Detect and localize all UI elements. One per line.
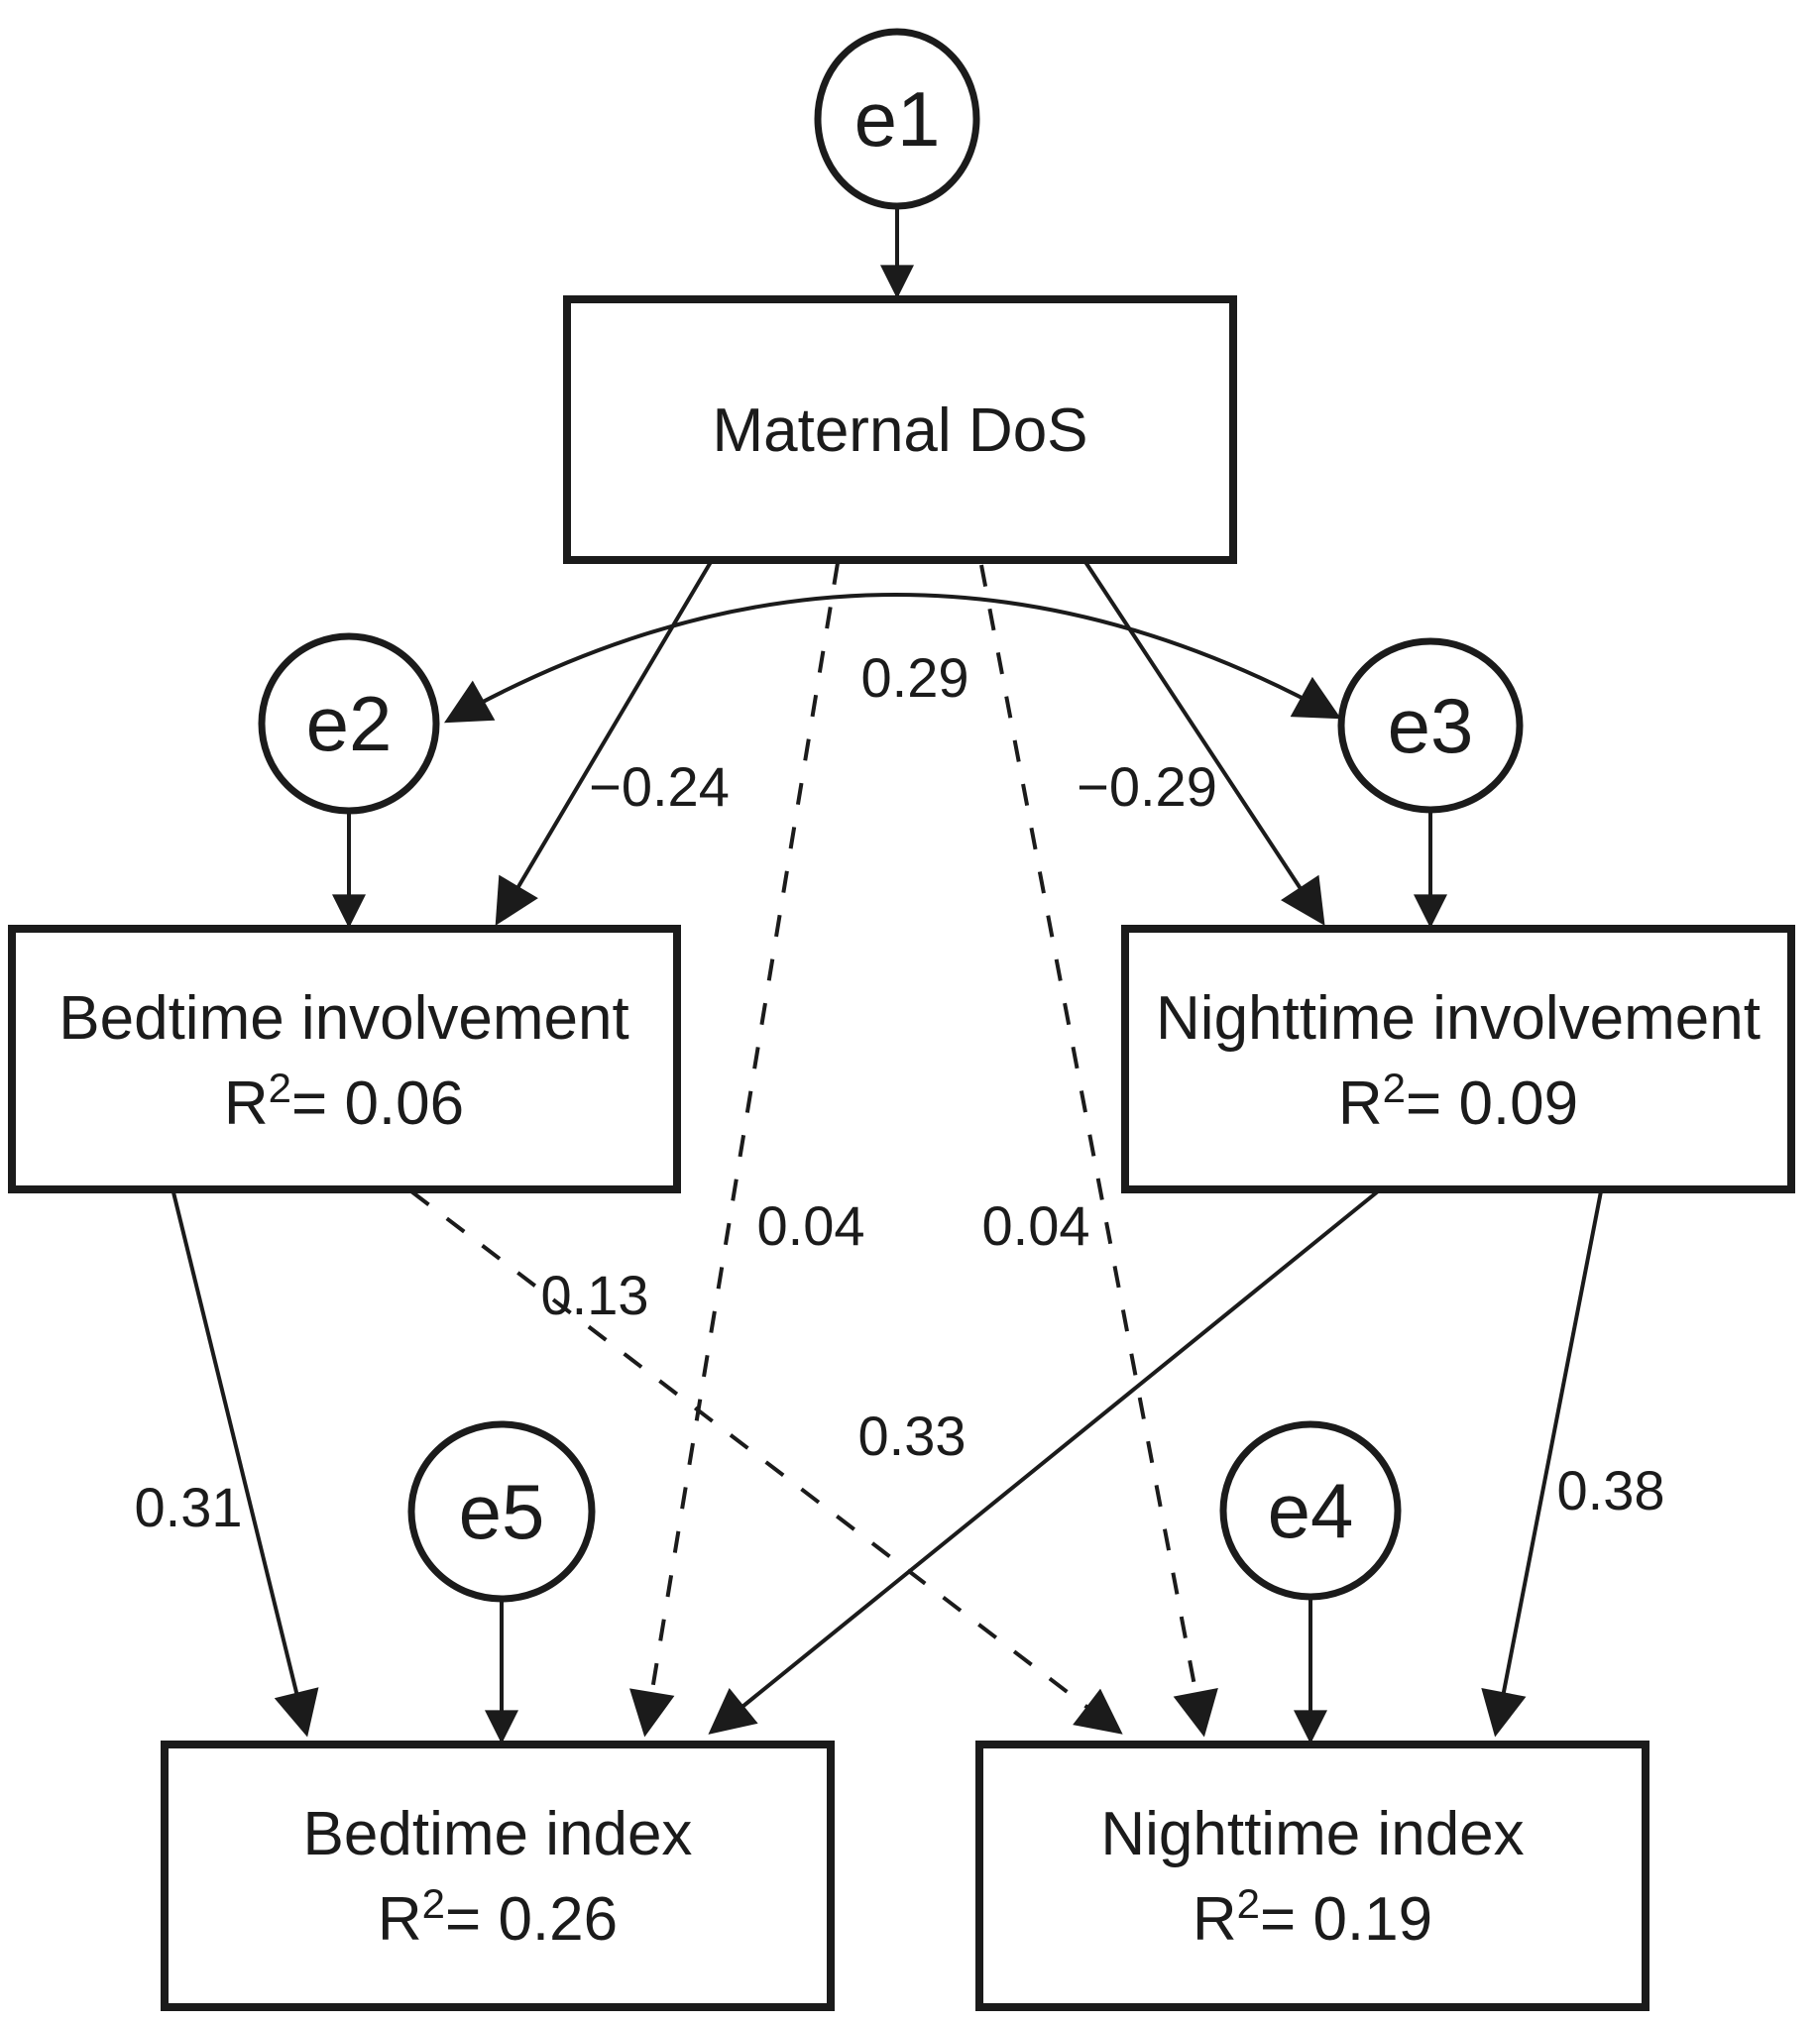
r-superscript: 2 <box>1383 1065 1406 1111</box>
e1-label: e1 <box>854 75 941 163</box>
r-symbol: R <box>1338 1069 1383 1138</box>
nodes-layer: e1 Maternal DoS e2 e3 Bedtime involvemen… <box>8 28 1795 2011</box>
edge-bedtime-involvement-to-nighttime-index-dashed <box>409 1189 1123 1735</box>
edge-bedtime-involvement-to-bedtime-index <box>171 1191 319 1738</box>
bedtime-index-box <box>161 1741 835 2011</box>
coef-dos-bedtime-index: 0.04 <box>757 1194 865 1257</box>
edge-dos-to-bedtime-involvement <box>495 560 713 926</box>
coefficient-labels-layer: 0.29 −0.24 −0.29 0.04 0.04 0.31 0.13 0.3… <box>135 646 1665 1538</box>
e5-circle <box>407 1420 596 1603</box>
coef-nighttime-involvement-nighttime-index: 0.38 <box>1557 1459 1665 1521</box>
maternal-dos-label: Maternal DoS <box>712 396 1087 465</box>
node-nighttime-index: Nighttime index R2= 0.19 <box>975 1741 1649 2011</box>
nighttime-index-title: Nighttime index <box>1100 1800 1524 1868</box>
e4-label: e4 <box>1268 1467 1354 1554</box>
nighttime-involvement-title: Nighttime involvement <box>1156 984 1761 1053</box>
node-e1: e1 <box>814 28 980 210</box>
r-superscript: 2 <box>269 1065 291 1111</box>
coef-bedtime-involvement-nighttime-index: 0.13 <box>541 1264 649 1326</box>
bedtime-involvement-title: Bedtime involvement <box>58 984 629 1053</box>
coef-dos-nighttime-involvement: −0.29 <box>1077 755 1217 818</box>
node-maternal-dos: Maternal DoS <box>563 295 1237 564</box>
edge-dos-to-bedtime-index-dashed <box>629 562 840 1738</box>
bedtime-involvement-box <box>8 925 681 1193</box>
bedtime-index-title: Bedtime index <box>303 1800 693 1868</box>
edges-layer <box>171 206 1603 1744</box>
maternal-dos-box <box>563 295 1237 564</box>
node-e2: e2 <box>258 632 440 815</box>
coef-nighttime-involvement-bedtime-index: 0.33 <box>858 1405 967 1467</box>
e3-label: e3 <box>1388 682 1474 769</box>
r2-value: = 0.19 <box>1260 1885 1432 1954</box>
coef-bedtime-involvement-bedtime-index: 0.31 <box>135 1476 243 1538</box>
e5-label: e5 <box>459 1468 545 1555</box>
e3-circle <box>1337 637 1524 814</box>
r-symbol: R <box>378 1885 422 1954</box>
e4-circle <box>1219 1420 1402 1601</box>
node-e5: e5 <box>407 1420 596 1603</box>
coef-covariance-e2-e3: 0.29 <box>861 646 969 709</box>
bedtime-index-r2: R2= 0.26 <box>378 1880 618 1954</box>
r-symbol: R <box>1193 1885 1237 1954</box>
node-e3: e3 <box>1337 637 1524 814</box>
r2-value: = 0.09 <box>1406 1069 1578 1138</box>
node-nighttime-involvement: Nighttime involvement R2= 0.09 <box>1121 925 1795 1193</box>
nighttime-index-box <box>975 1741 1649 2011</box>
e2-label: e2 <box>306 680 393 767</box>
nighttime-involvement-r2: R2= 0.09 <box>1338 1065 1578 1138</box>
coef-dos-nighttime-index: 0.04 <box>982 1194 1090 1257</box>
node-bedtime-index: Bedtime index R2= 0.26 <box>161 1741 835 2011</box>
nighttime-index-r2: R2= 0.19 <box>1193 1880 1432 1954</box>
edge-dos-to-nighttime-index-dashed <box>979 564 1218 1738</box>
r-symbol: R <box>224 1069 269 1138</box>
e1-circle <box>814 28 980 210</box>
r-superscript: 2 <box>422 1880 445 1927</box>
edge-dos-to-nighttime-involvement <box>1083 560 1325 926</box>
bedtime-involvement-r2: R2= 0.06 <box>224 1065 464 1138</box>
nighttime-involvement-box <box>1121 925 1795 1193</box>
node-bedtime-involvement: Bedtime involvement R2= 0.06 <box>8 925 681 1193</box>
coef-dos-bedtime-involvement: −0.24 <box>589 755 730 818</box>
edge-covariance-e2-e3 <box>443 593 1342 724</box>
e2-circle <box>258 632 440 815</box>
r2-value: = 0.26 <box>445 1885 618 1954</box>
edge-nighttime-involvement-to-nighttime-index <box>1481 1190 1603 1738</box>
r2-value: = 0.06 <box>291 1069 464 1138</box>
node-e4: e4 <box>1219 1420 1402 1601</box>
edge-nighttime-involvement-to-bedtime-index <box>708 1189 1380 1735</box>
r-superscript: 2 <box>1237 1880 1260 1927</box>
